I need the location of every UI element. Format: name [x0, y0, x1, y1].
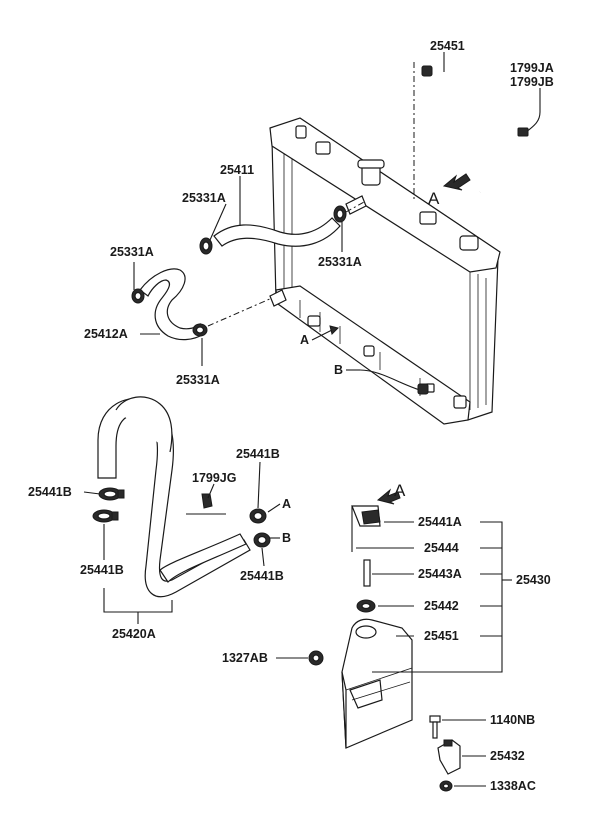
label-25441A: 25441A — [418, 515, 462, 529]
reservoir-tank — [341, 618, 413, 749]
pointer-a-line — [311, 329, 333, 341]
grommet-1327ab — [308, 650, 324, 666]
dash-lower — [207, 297, 273, 327]
dash-upper — [345, 201, 365, 213]
ref-a-radiator-label: A — [428, 189, 440, 208]
label-25420A: 25420A — [112, 627, 156, 641]
bracket-25430 — [372, 521, 503, 673]
label-25451-tank: 25451 — [424, 629, 459, 643]
label-25441B-4: 25441B — [240, 569, 284, 583]
upper-hose-25411 — [199, 205, 347, 255]
lower-hose-25412a — [131, 268, 208, 341]
label-ref-a-pointer: A — [300, 333, 309, 347]
label-1799JG: 1799JG — [192, 471, 236, 485]
nut-1338ac — [439, 780, 453, 792]
cap-25441a — [351, 505, 381, 552]
bracket-25432 — [437, 739, 461, 775]
label-25441B-2: 25441B — [80, 563, 124, 577]
label-25442: 25442 — [424, 599, 459, 613]
clip-1799jg — [186, 493, 226, 515]
label-25430: 25430 — [516, 573, 551, 587]
clamp-25441b-2 — [92, 509, 119, 523]
label-25412A: 25412A — [84, 327, 128, 341]
leader-1799JG — [207, 483, 215, 499]
label-25331A-1: 25331A — [182, 191, 226, 205]
label-25443A: 25443A — [418, 567, 462, 581]
pointer-a-hose — [267, 503, 281, 513]
arrow-to-a-top — [442, 173, 471, 191]
label-25331A-3: 25331A — [110, 245, 154, 259]
overflow-hose-top — [421, 65, 496, 193]
label-1799JA: 1799JA — [510, 61, 554, 75]
label-ref-b-hose: B — [282, 531, 291, 545]
leader-25441B-3 — [257, 461, 261, 509]
label-ref-b-pointer: B — [334, 363, 343, 377]
label-1799JB: 1799JB — [510, 75, 554, 89]
label-ref-a-hose: A — [282, 497, 291, 511]
tube-25443a — [363, 559, 371, 587]
label-25331A-4: 25331A — [176, 373, 220, 387]
label-25444: 25444 — [424, 541, 459, 555]
label-25441B-3: 25441B — [236, 447, 280, 461]
label-25411: 25411 — [220, 163, 254, 177]
arrow-to-a-tank — [376, 488, 401, 505]
clamp-25441b-3 — [249, 508, 267, 524]
label-1327AB: 1327AB — [222, 651, 268, 665]
leader-25441B-4 — [261, 547, 265, 567]
radiator — [269, 117, 501, 425]
leader-25441B-1 — [83, 491, 101, 495]
pointer-b-hose — [346, 369, 429, 395]
bolt-1140nb — [429, 715, 441, 739]
clamp-25441b-1 — [98, 487, 125, 501]
leader-25331A-1 — [209, 203, 227, 241]
label-25441B-1: 25441B — [28, 485, 72, 499]
clamp-25441b-4 — [253, 532, 271, 548]
grommet-25442 — [356, 599, 376, 613]
label-1338AC: 1338AC — [490, 779, 536, 793]
pointer-a-arrow — [329, 325, 339, 335]
clip-1799ja — [517, 88, 541, 137]
label-ref-a-tank: A — [394, 481, 406, 500]
label-1140NB: 1140NB — [490, 713, 535, 727]
label-25451-top: 25451 — [430, 39, 465, 53]
label-25432: 25432 — [490, 749, 525, 763]
heater-hoses-25420a — [97, 396, 251, 598]
label-25331A-2: 25331A — [318, 255, 362, 269]
